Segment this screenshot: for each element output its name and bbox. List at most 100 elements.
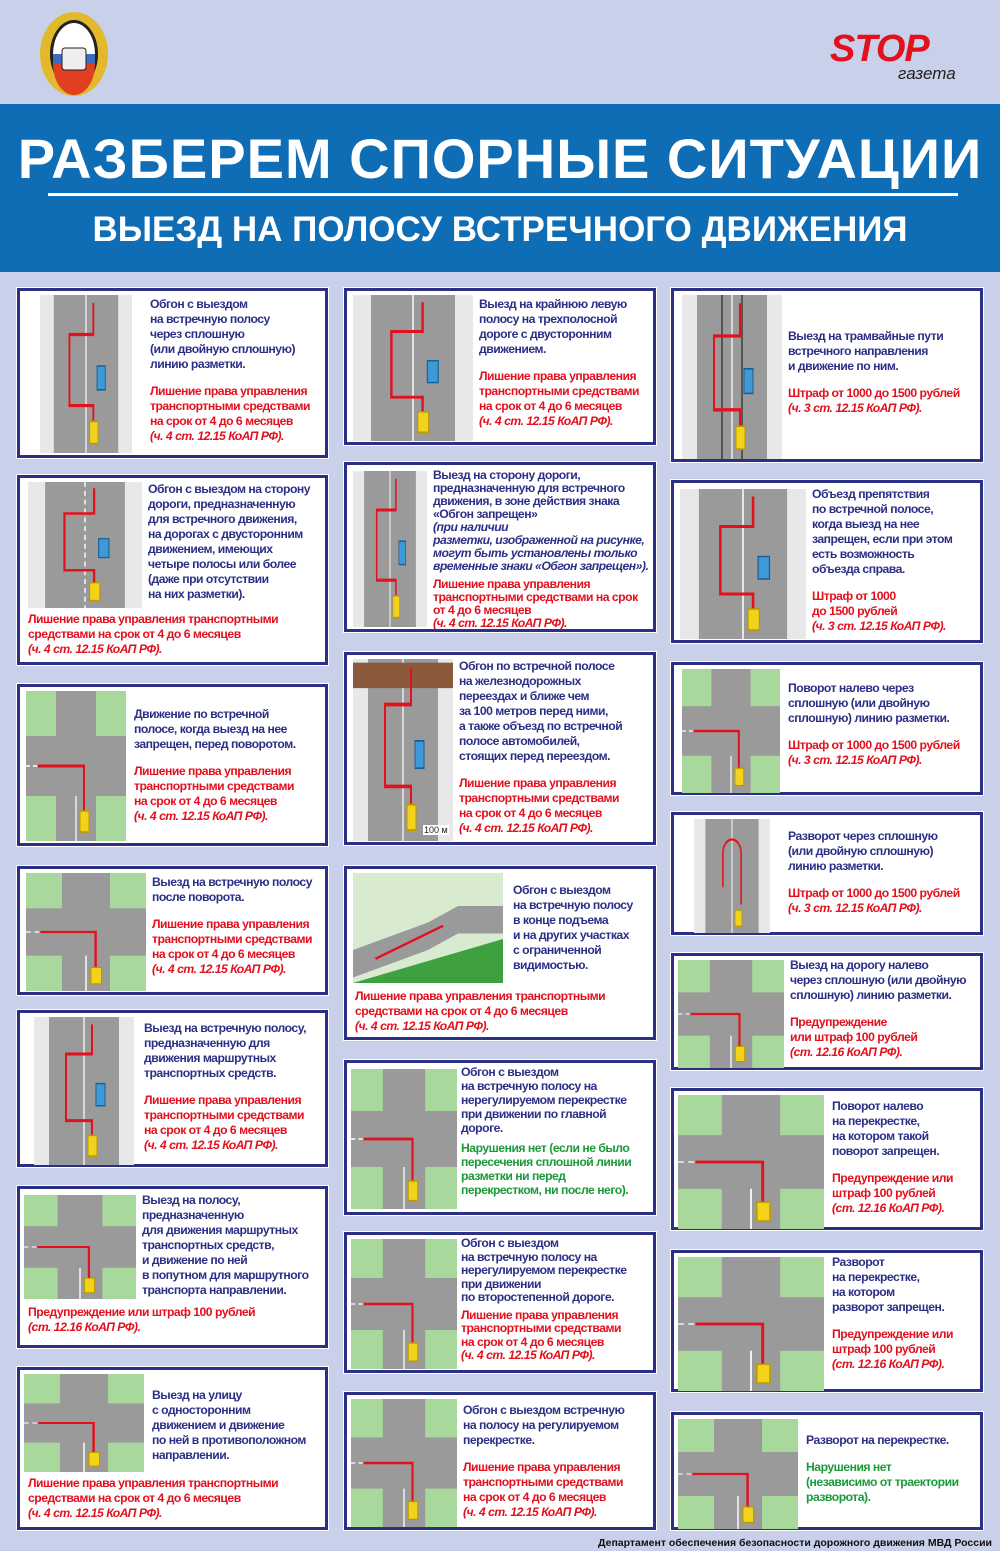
penalty-label: Лишение права управления транспортными с… [28,612,279,641]
situation-description: Обгон с выездом на сторону дороги, предн… [148,482,311,601]
page-title: РАЗБЕРЕМ СПОРНЫЕ СИТУАЦИИ [17,127,983,190]
no-violation-label: Нарушения нет (независимо от траектории … [806,1460,959,1504]
penalty-label: Предупреждение или штраф 100 рублей [790,1015,918,1044]
road-illustration [678,1257,824,1391]
penalty-label: Лишение права управления транспортными с… [150,384,311,428]
penalty-text: Лишение права управления транспортными с… [28,612,326,657]
road-diagram [34,1017,134,1165]
road-diagram [351,1399,457,1527]
road-illustration [24,1374,144,1472]
situation-card: Выезд на встречную полосу, предназначенн… [16,1009,329,1168]
situation-note: (при наличии разметки, изображенной на р… [433,520,649,573]
stop-logo: STOP [830,28,930,70]
law-reference: (ч. 4 ст. 12.15 КоАП РФ). [28,642,162,656]
page-subtitle: ВЫЕЗД НА ПОЛОСУ ВСТРЕЧНОГО ДВИЖЕНИЯ [92,210,908,249]
penalty-label: Лишение права управления транспортными с… [459,776,620,820]
penalty-label: Лишение права управления транспортными с… [134,764,295,808]
road-diagram [678,1257,824,1391]
situation-description: Обгон с выездом на встречную полосу на н… [461,1065,627,1135]
road-diagram [351,1239,457,1369]
road-diagram [353,659,453,841]
situation-description: Выезд на встречную полосу после поворота… [152,875,312,904]
road-illustration [26,873,146,991]
road-diagram [353,873,503,983]
road-illustration [40,295,132,453]
situation-card: Выезд на трамвайные пути встречного напр… [670,287,984,463]
situation-text: Разворот на перекрестке, на котором разв… [832,1255,982,1372]
situation-description: Выезд на трамвайные пути встречного напр… [788,329,944,373]
situation-text: Обгон с выездом на сторону дороги, предн… [148,482,326,602]
penalty-label: Лишение права управления транспортными с… [355,989,606,1018]
road-illustration [694,819,770,933]
law-reference: (ст. 12.16 КоАП РФ). [832,1201,945,1215]
law-reference: (ч. 4 ст. 12.15 КоАП РФ). [461,1348,595,1362]
situation-text: Обгон с выездом на встречную полосу в ко… [513,883,653,973]
law-reference: (ч. 4 ст. 12.15 КоАП РФ). [134,809,268,823]
situation-text: Выезд на встречную полосу после поворота… [152,875,327,977]
penalty-label: Лишение права управления транспортными с… [463,1460,624,1504]
road-illustration [678,960,784,1068]
penalty-label: Штраф от 1000 до 1500 рублей [812,589,898,618]
law-reference: (ч. 3 ст. 12.15 КоАП РФ). [788,753,922,767]
penalty-label: Штраф от 1000 до 1500 рублей [788,886,960,900]
penalty-label: Лишение права управления транспортными с… [461,1307,622,1349]
road-illustration [26,691,126,841]
situation-description: Разворот через сплошную (или двойную спл… [788,829,938,873]
situation-card: Выезд на сторону дороги, предназначенную… [343,461,657,633]
law-reference: (ч. 4 ст. 12.15 КоАП РФ). [144,1138,278,1152]
distance-label: 100 м [423,825,449,835]
law-reference: (ч. 4 ст. 12.15 КоАП РФ). [433,616,567,630]
road-diagram [24,1374,144,1472]
law-reference: (ч. 4 ст. 12.15 КоАП РФ). [150,429,284,443]
situation-text: Обгон с выездом на встречную полосу чере… [150,297,325,444]
situation-description: Обгон с выездом на встречную полосу чере… [150,297,296,371]
situation-text: Движение по встречной полосе, когда выез… [134,707,324,824]
penalty-label: Лишение права управления транспортными с… [144,1093,305,1137]
situation-description: Обгон с выездом встречную на полосу на р… [463,1403,625,1447]
situation-text: Выезд на сторону дороги, предназначенную… [433,469,653,630]
situation-card: Поворот налево на перекрестке, на которо… [670,1087,984,1231]
title-divider [48,193,958,196]
situation-text: Выезд на полосу, предназначенную для дви… [142,1193,326,1298]
situation-text: Выезд на крайнюю левую полосу на трехпол… [479,297,655,429]
situation-description: Объезд препятствия по встречной полосе, … [812,487,953,576]
situation-description: Обгон по встречной полосе на железнодоро… [459,659,623,763]
penalty-label: Штраф от 1000 до 1500 рублей [788,386,960,400]
road-illustration [351,1399,457,1527]
situation-description: Обгон с выездом на встречную полосу на н… [461,1236,627,1304]
situation-card: Разворот на перекрестке.Нарушения нет (н… [670,1411,984,1531]
road-diagram [682,669,780,793]
road-illustration [24,1195,136,1299]
law-reference: (ст. 12.16 КоАП РФ). [790,1045,903,1059]
situation-text: Обгон с выездом на встречную полосу на н… [461,1236,656,1363]
road-illustration [353,659,453,841]
situation-description: Поворот налево на перекрестке, на которо… [832,1099,940,1158]
penalty-label: Предупреждение или штраф 100 рублей [832,1327,953,1356]
law-reference: (ч. 3 ст. 12.15 КоАП РФ). [812,619,946,633]
situation-card: Выезд на крайнюю левую полосу на трехпол… [343,287,657,446]
road-illustration [682,295,782,459]
road-illustration [680,489,806,639]
situation-description: Выезд на крайнюю левую полосу на трехпол… [479,297,627,356]
situation-card: Выезд на встречную полосу после поворота… [16,865,329,996]
situation-card: Обгон с выездом на встречную полосу на н… [343,1059,657,1216]
penalty-label: Лишение права управления транспортными с… [479,369,640,413]
road-diagram [678,960,784,1068]
road-diagram [24,1195,136,1299]
law-reference: (ст. 12.16 КоАП РФ). [832,1357,945,1371]
situation-text: Выезд на встречную полосу, предназначенн… [144,1021,326,1153]
law-reference: (ч. 4 ст. 12.15 КоАП РФ). [463,1505,597,1519]
situation-card: Разворот на перекрестке, на котором разв… [670,1249,984,1393]
road-diagram [682,295,782,459]
situation-card: 100 м Обгон по встречной полосе на железн… [343,651,657,846]
situation-card: Выезд на полосу, предназначенную для дви… [16,1185,329,1349]
law-reference: (ч. 3 ст. 12.15 КоАП РФ). [788,901,922,915]
road-illustration [351,1069,457,1209]
situation-description: Поворот налево через сплошную (или двойн… [788,681,950,725]
title-banner [0,104,1000,272]
road-illustration [353,471,427,627]
situation-card: Поворот налево через сплошную (или двойн… [670,661,984,796]
road-diagram [678,1095,824,1229]
road-diagram [351,1069,457,1209]
road-diagram [353,295,473,441]
